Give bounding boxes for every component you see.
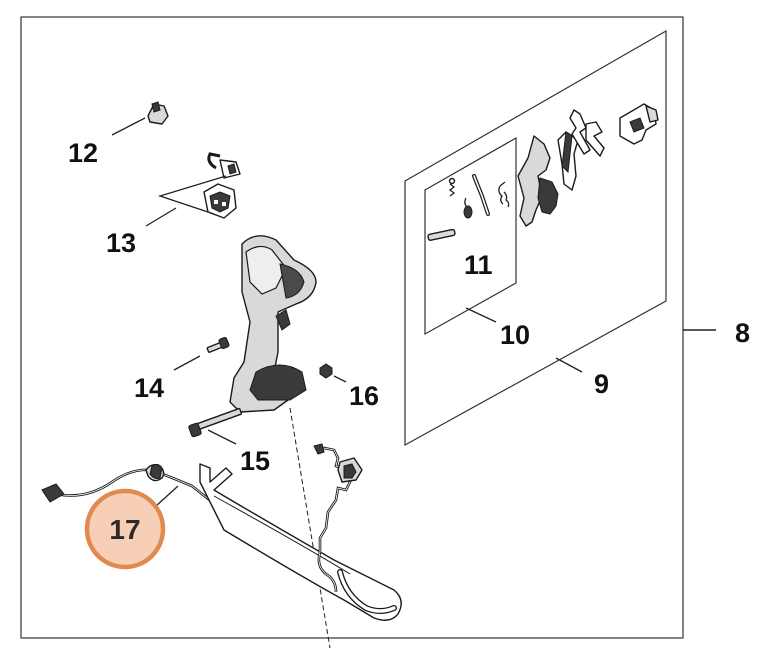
leader-9 <box>555 357 583 373</box>
clip-12 <box>111 101 169 136</box>
kit-panel-9 <box>404 29 667 447</box>
screw-14 <box>173 336 230 371</box>
label-17: 17 <box>109 514 140 545</box>
label-9: 9 <box>594 369 609 399</box>
centre-line <box>289 407 331 649</box>
leader-10 <box>465 307 497 323</box>
highlight-circle <box>84 488 166 570</box>
label-10: 10 <box>500 320 530 350</box>
trigger-parts <box>517 103 659 227</box>
label-16: 16 <box>349 381 379 411</box>
label-14: 14 <box>134 373 164 403</box>
handle-housing <box>229 235 317 413</box>
cable-harness-17 <box>41 463 213 507</box>
nut-16 <box>319 363 347 383</box>
kit-panel-10 <box>424 136 517 336</box>
label-15: 15 <box>240 446 270 476</box>
handle-bar <box>199 463 402 621</box>
diagram-frame <box>20 16 684 639</box>
label-12: 12 <box>68 138 98 168</box>
pin-and-spring-set-11 <box>427 174 510 241</box>
switch-cable <box>313 443 363 593</box>
label-8: 8 <box>735 318 750 348</box>
label-11: 11 <box>464 250 493 280</box>
label-13: 13 <box>106 228 136 258</box>
screw-15 <box>188 407 243 445</box>
switch-13 <box>145 152 241 227</box>
callout-17[interactable]: 17 <box>84 488 166 570</box>
